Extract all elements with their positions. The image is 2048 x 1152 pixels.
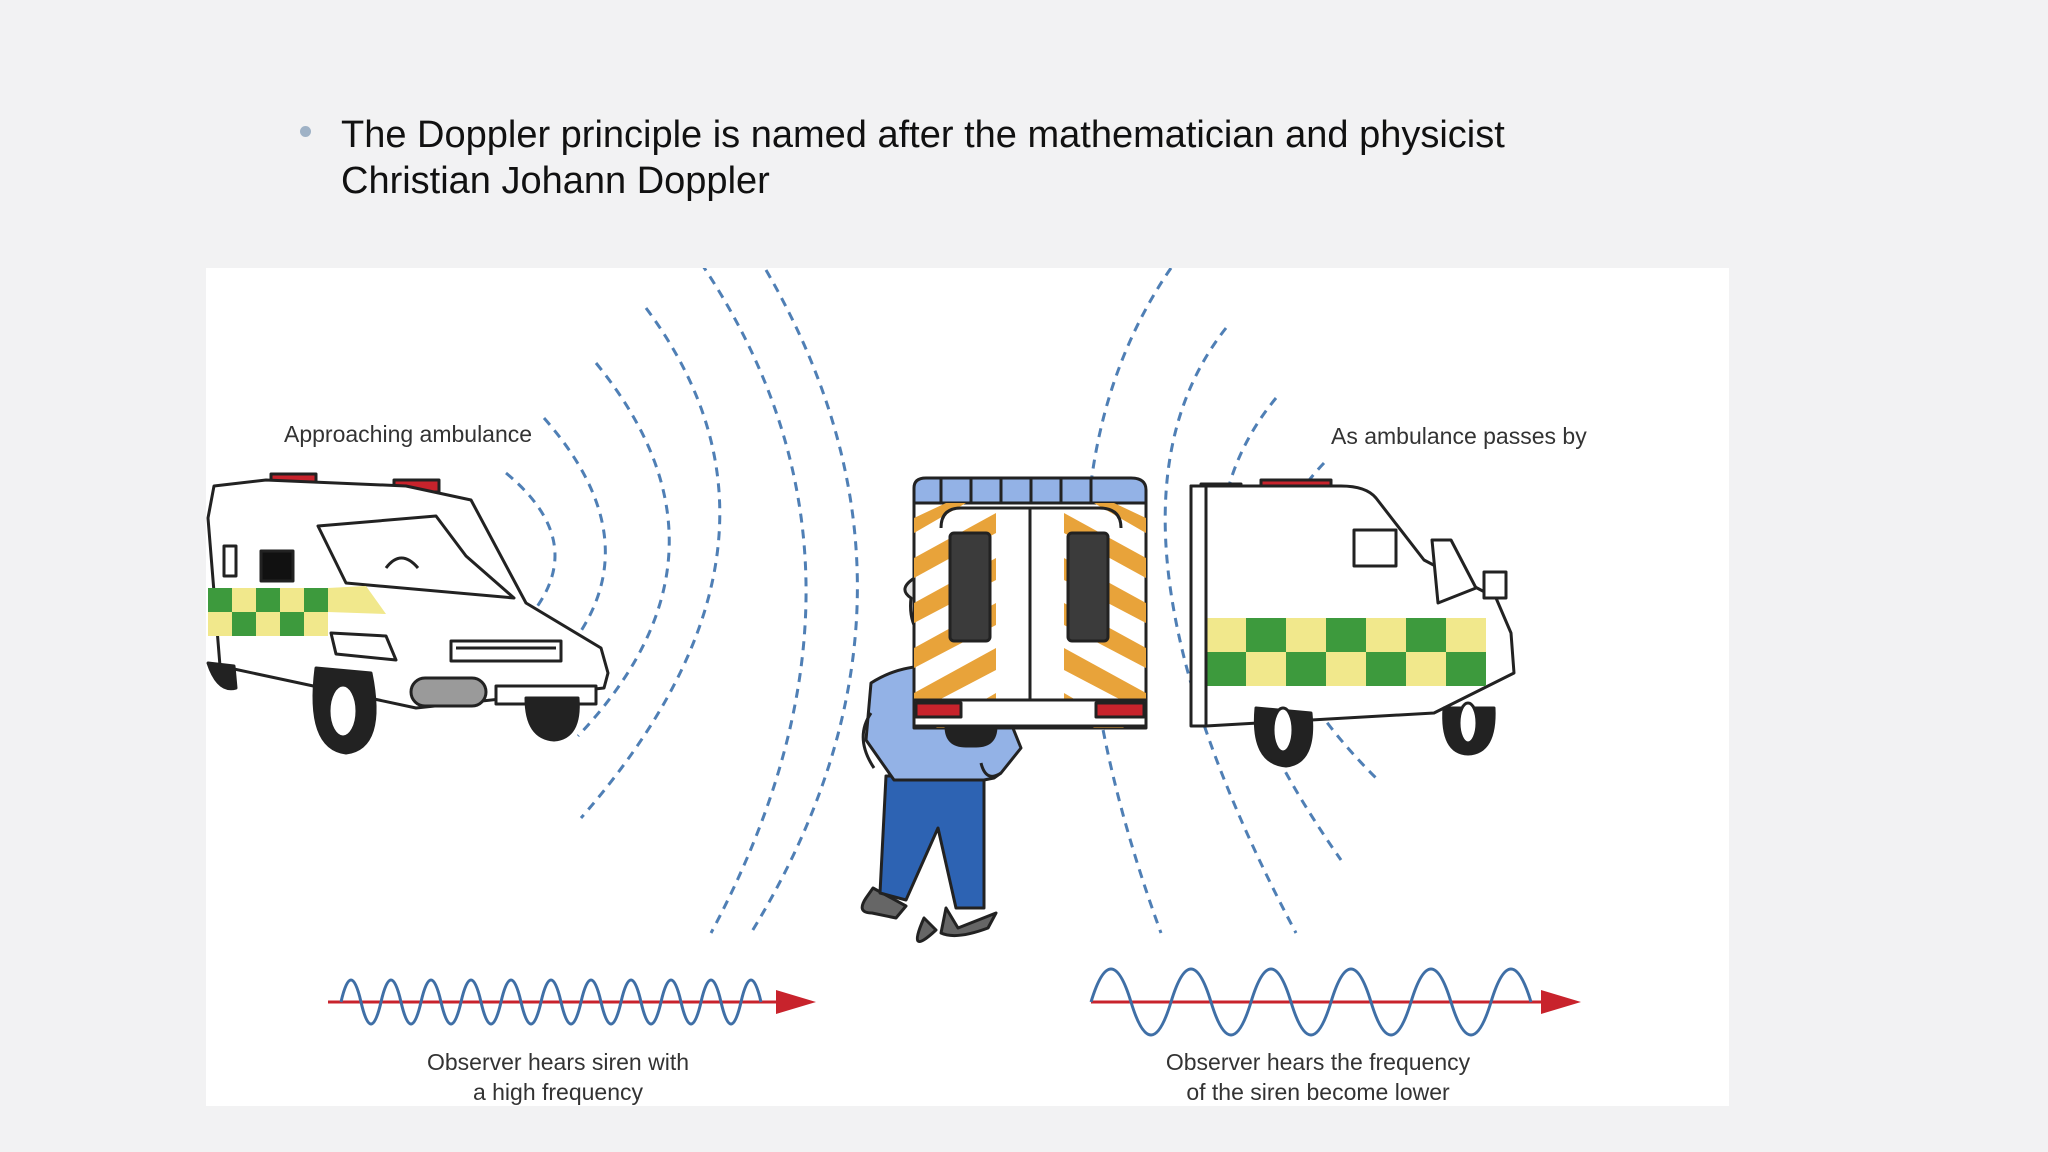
low-frequency-caption-line1: Observer hears the frequency [1166, 1049, 1471, 1075]
low-frequency-caption-line2: of the siren become lower [1186, 1079, 1450, 1105]
passing-ambulance-icon [1189, 478, 1516, 768]
passing-ambulance-label: As ambulance passes by [1331, 423, 1587, 449]
high-frequency-caption-line1: Observer hears siren with [427, 1049, 689, 1075]
left-wavefronts [490, 268, 859, 934]
high-frequency-signal [328, 978, 816, 1026]
bullet-text: The Doppler principle is named after the… [341, 114, 1505, 202]
bullet-dot-icon [300, 126, 311, 137]
low-frequency-signal [1089, 967, 1581, 1037]
approaching-ambulance-icon [206, 472, 610, 755]
doppler-illustration: Approaching ambulance As ambulance passe… [206, 268, 1729, 1106]
ambulance-rear-doors [912, 476, 1148, 748]
approaching-ambulance-label: Approaching ambulance [284, 421, 532, 447]
high-frequency-caption-line2: a high frequency [473, 1079, 644, 1105]
